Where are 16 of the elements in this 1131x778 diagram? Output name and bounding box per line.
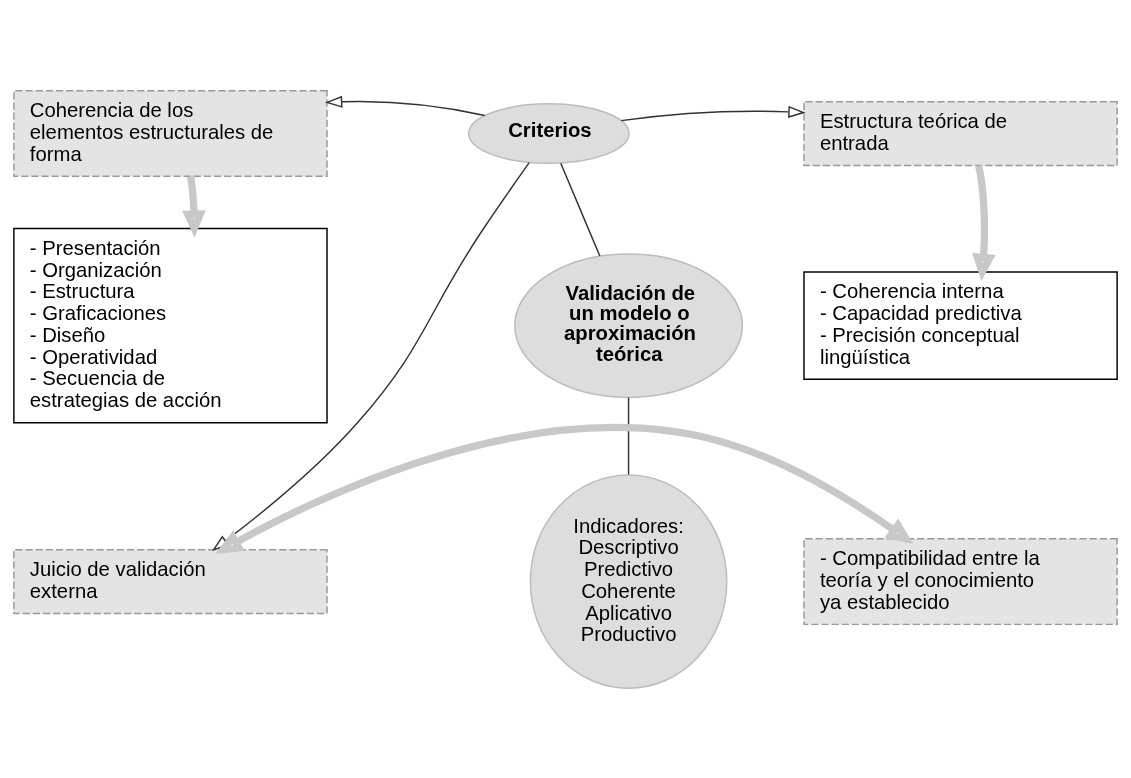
connector xyxy=(560,162,601,257)
arrow xyxy=(972,164,996,281)
node-box: - Coherencia interna - Capacidad predictiva - Precisión conceptual lingüística xyxy=(803,270,1118,380)
node-box: Juicio de validación externa xyxy=(13,548,328,614)
node-box: - Compatibilidad entre la teoría y el conocimiento ya establecido xyxy=(803,537,1118,625)
arrow xyxy=(182,175,206,238)
node-ellipse: Criterios xyxy=(467,102,630,164)
node-box: - Presentación - Organización - Estructura - Graficaciones - Diseño - Operatividad - Secuencia de estrategias de acción xyxy=(13,227,328,423)
node-box: Estructura teórica de entrada xyxy=(803,100,1118,166)
node-ellipse: Validación de un modelo o aproximación teórica xyxy=(514,252,744,398)
arrow xyxy=(620,105,806,121)
connector xyxy=(627,396,630,475)
arrow xyxy=(324,95,486,116)
node-circle: Indicadores: Descriptivo Predictivo Coherente Aplicativo Productivo xyxy=(529,473,728,689)
arrow xyxy=(215,423,914,554)
node-box: Coherencia de los elementos estructurales de forma xyxy=(13,89,328,177)
